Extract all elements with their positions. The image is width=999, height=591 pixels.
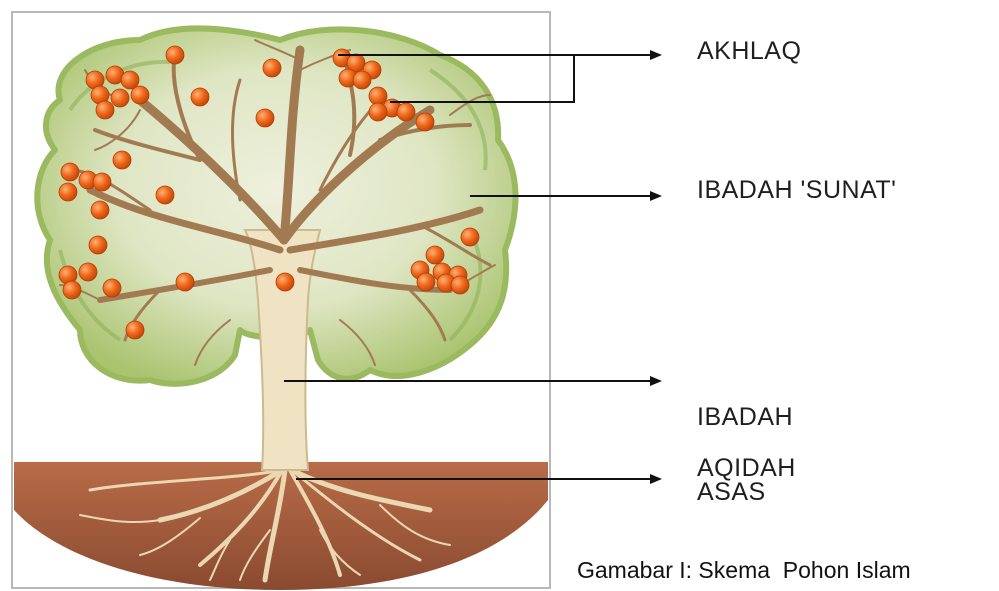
fruit (89, 236, 107, 254)
fruit (63, 281, 81, 299)
fruit (276, 273, 294, 291)
ibadah-sunat-arrowhead (650, 191, 662, 201)
fruit (61, 163, 79, 181)
label-ibadah-asas-line2: ASAS (697, 480, 793, 505)
figure-caption: Gamabar I: Skema Pohon Islam (577, 557, 911, 583)
fruit (417, 273, 435, 291)
fruit (176, 273, 194, 291)
fruit (426, 246, 444, 264)
label-akhlaq: AKHLAQ (697, 39, 801, 64)
fruit (397, 103, 415, 121)
arrow-heads (650, 50, 662, 484)
fruit (451, 276, 469, 294)
fruit (461, 228, 479, 246)
fruit (256, 109, 274, 127)
akhlaq-arrowhead (650, 50, 662, 60)
fruit (121, 71, 139, 89)
fruit (59, 183, 77, 201)
fruit (369, 103, 387, 121)
label-aqidah: AQIDAH (697, 456, 796, 481)
fruit (416, 113, 434, 131)
fruit (111, 89, 129, 107)
fruit (353, 71, 371, 89)
label-ibadah-asas-line1: IBADAH (697, 405, 793, 430)
aqidah-arrowhead (650, 474, 662, 484)
fruit (96, 101, 114, 119)
fruit (156, 186, 174, 204)
fruit (91, 201, 109, 219)
fruit (369, 87, 387, 105)
fruit (93, 173, 111, 191)
fruit (131, 86, 149, 104)
fruit (113, 151, 131, 169)
fruit (166, 46, 184, 64)
ibadah-asas-arrowhead (650, 376, 662, 386)
fruit (263, 59, 281, 77)
label-ibadah-sunat: IBADAH 'SUNAT' (697, 178, 896, 203)
fruit (79, 263, 97, 281)
fruit (126, 321, 144, 339)
fruit (191, 88, 209, 106)
fruit (103, 279, 121, 297)
